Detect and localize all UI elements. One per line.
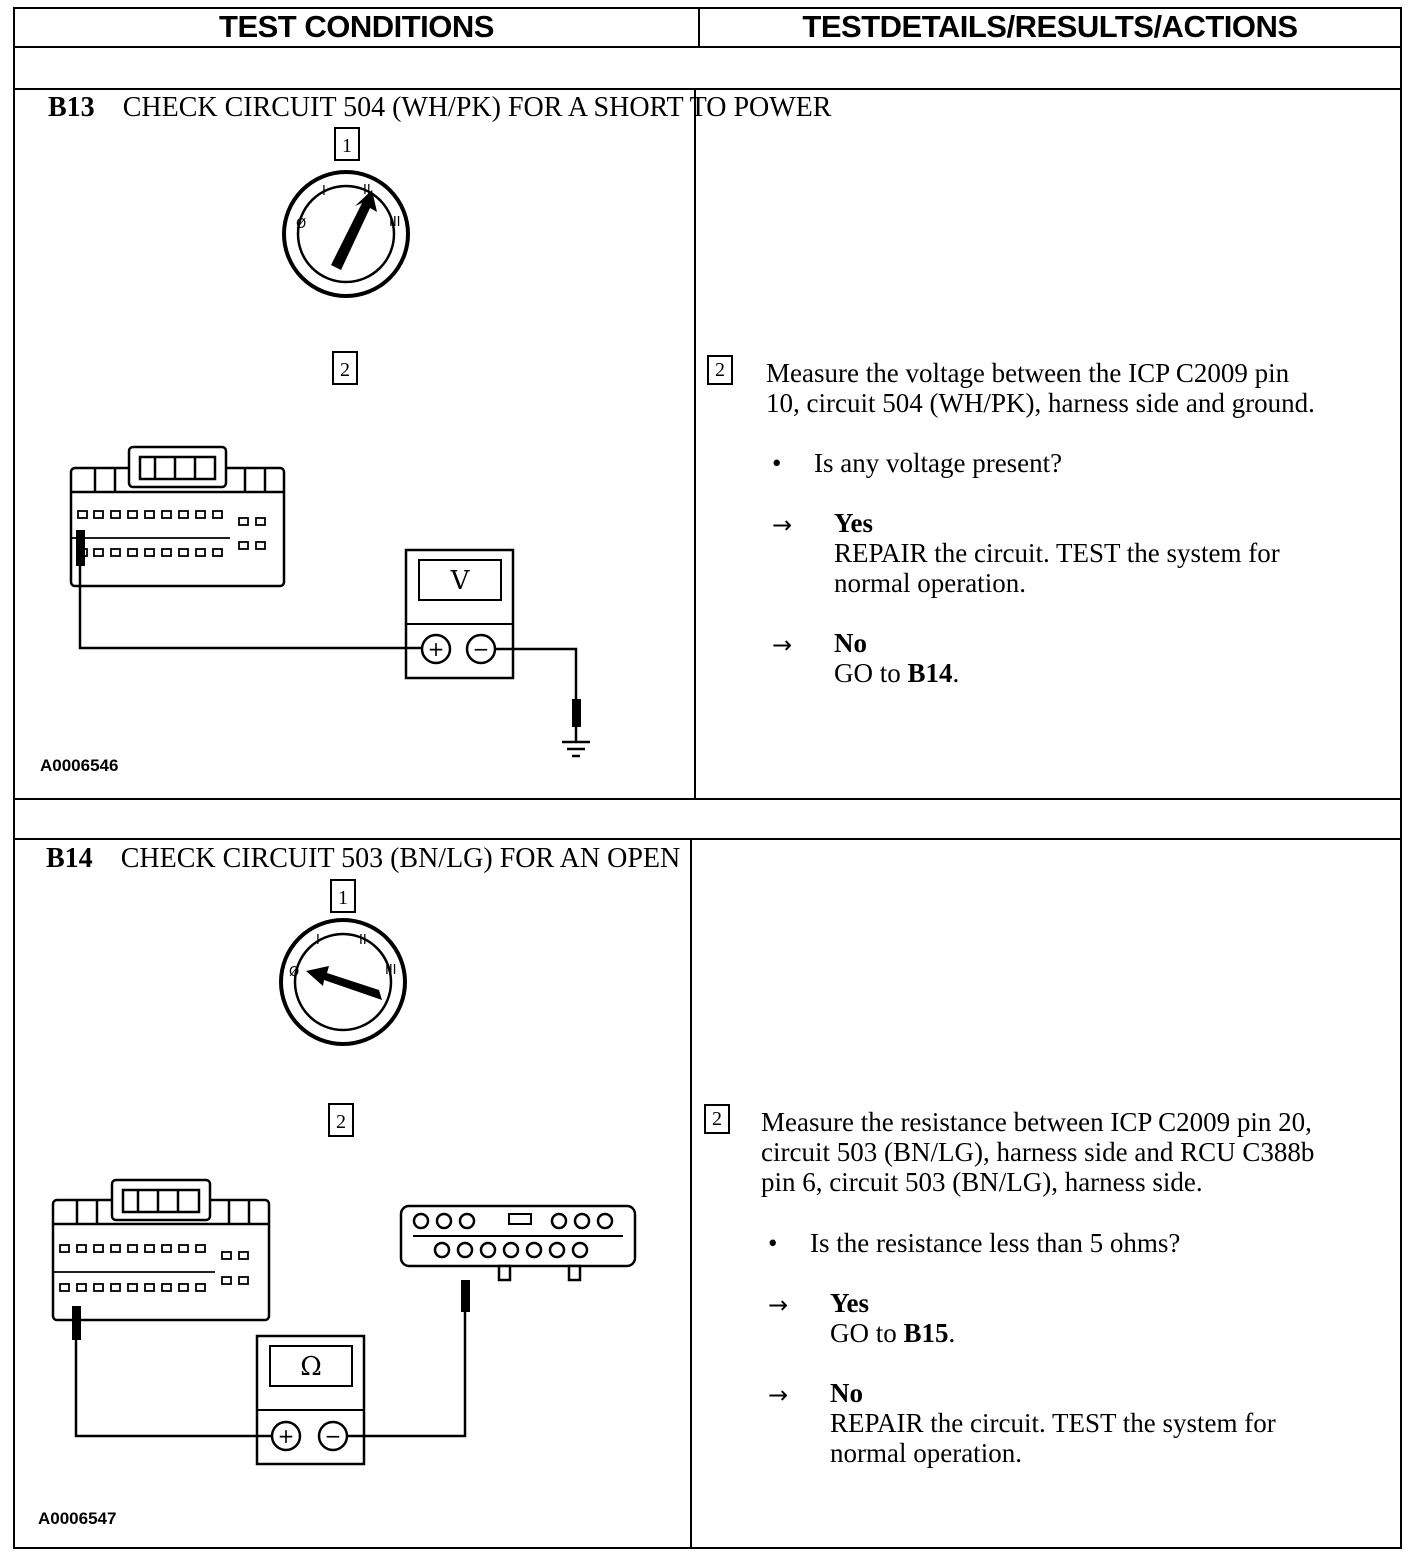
b14-rcu-connector-icon: [399, 1204, 637, 1282]
header-test-details: TESTDETAILS/RESULTS/ACTIONS: [802, 9, 1298, 44]
b13-question: Is any voltage present?: [814, 448, 1063, 478]
b13-ign-mark-2: II: [363, 183, 371, 198]
b13-no-action-target[interactable]: B14: [907, 658, 953, 688]
b13-probe-ground: [572, 699, 581, 727]
step-b13-id: B13: [48, 92, 95, 123]
b13-yes-label: Yes: [834, 508, 873, 538]
b13-positive-lead: [78, 566, 422, 650]
b14-icp-connector-icon: [51, 1178, 271, 1322]
b14-icp-connector-pins: [53, 1244, 249, 1292]
b13-meter-minus: −: [473, 637, 490, 661]
b14-callout-2: 2: [336, 1111, 346, 1133]
b14-ohmmeter-icon: Ω + −: [255, 1334, 366, 1466]
b13-no-action-suffix: .: [952, 658, 960, 688]
b13-no-action-prefix: GO to: [834, 658, 908, 688]
b14-instruction-line-3: pin 6, circuit 503 (BN/LG), harness side…: [761, 1167, 1203, 1197]
b14-bullet: •: [768, 1228, 778, 1258]
b13-connector-pins: [71, 510, 266, 557]
b13-negative-lead: [495, 647, 578, 702]
b13-ignition-switch-icon: Ø I II III: [282, 170, 410, 298]
b13-yes-line-2: normal operation.: [834, 568, 1026, 598]
b13-callout-2-box: [332, 351, 358, 385]
b14-ignition-switch-icon: Ø I II III: [279, 918, 407, 1046]
b14-no-arrow: →: [768, 1381, 789, 1409]
b13-no-arrow: →: [772, 631, 793, 659]
b13-column-divider: [694, 88, 696, 800]
b14-yes-label: Yes: [830, 1288, 869, 1318]
b14-positive-lead: [74, 1340, 272, 1438]
header-rule: [13, 46, 1402, 48]
b13-ign-mark-3: III: [389, 215, 401, 230]
b13-yes-arrow: →: [772, 511, 793, 539]
b13-probe-connector: [76, 530, 85, 566]
b14-no-line-2: normal operation.: [830, 1438, 1022, 1468]
b14-yes-action-target[interactable]: B15: [903, 1318, 949, 1348]
b13-voltmeter-icon: V + −: [404, 548, 515, 680]
b14-no-label: No: [830, 1378, 863, 1408]
b14-meter-minus: −: [325, 1424, 342, 1448]
step-b14-title: B14 CHECK CIRCUIT 503 (BN/LG) FOR AN OPEN: [18, 799, 680, 874]
b14-meter-plus: +: [278, 1424, 295, 1448]
step-b14-title-text: CHECK CIRCUIT 503 (BN/LG) FOR AN OPEN: [120, 843, 681, 874]
b14-yes-action-suffix: .: [948, 1318, 956, 1348]
b13-title-rule: [13, 88, 1402, 90]
b13-yes-line-1: REPAIR the circuit. TEST the system for: [834, 538, 1280, 568]
b14-ign-mark-3: III: [385, 963, 397, 978]
b13-ground-icon: [562, 727, 590, 758]
b14-callout-1: 1: [338, 887, 348, 909]
step-b13-title: B13 CHECK CIRCUIT 504 (WH/PK) FOR A SHORT…: [20, 48, 831, 123]
b14-figure-id: A0006547: [38, 1509, 117, 1528]
b14-callout-2-box: [328, 1103, 354, 1137]
b14-yes-action: GO to B15.: [830, 1318, 955, 1348]
b14-meter-symbol: Ω: [300, 1352, 322, 1382]
b13-no-label: No: [834, 628, 867, 658]
b13-no-action: GO to B14.: [834, 658, 959, 688]
b13-callout-1: 1: [342, 135, 352, 157]
step-b13-title-text: CHECK CIRCUIT 504 (WH/PK) FOR A SHORT TO…: [122, 92, 832, 123]
b13-connector-icon: [69, 445, 286, 588]
b13-bullet: •: [772, 448, 782, 478]
b13-figure-id: A0006546: [40, 756, 119, 775]
b14-negative-lead: [347, 1312, 467, 1438]
b14-probe-icp: [72, 1306, 81, 1340]
b14-ign-mark-0: Ø: [289, 965, 299, 980]
b14-no-line-1: REPAIR the circuit. TEST the system for: [830, 1408, 1276, 1438]
b13-instruction-line-2: 10, circuit 504 (WH/PK), harness side an…: [766, 388, 1315, 418]
header-column-divider: [698, 7, 700, 47]
b14-yes-action-prefix: GO to: [830, 1318, 904, 1348]
b13-instruction-line-1: Measure the voltage between the ICP C200…: [766, 358, 1290, 388]
b14-title-rule: [13, 838, 1402, 840]
b13-callout-1-box: [334, 127, 360, 161]
b14-ign-mark-1: I: [316, 933, 320, 948]
b14-column-divider: [690, 838, 692, 1549]
b13-ign-mark-0: Ø: [296, 217, 306, 232]
b14-yes-arrow: →: [768, 1291, 789, 1319]
b13-meter-symbol: V: [450, 566, 471, 596]
b13-callout-2: 2: [340, 359, 350, 381]
b14-instruction-line-1: Measure the resistance between ICP C2009…: [761, 1107, 1312, 1137]
b13-diagram: 1 Ø I II III 2: [69, 127, 590, 758]
b14-step-number: 2: [704, 1104, 730, 1134]
header-test-conditions: TEST CONDITIONS: [219, 9, 494, 44]
b14-top-rule: [13, 798, 1402, 800]
table-frame: [13, 7, 1402, 1549]
b13-meter-plus: +: [428, 637, 445, 661]
b14-callout-1-box: [330, 879, 356, 913]
step-b14-id: B14: [46, 843, 93, 874]
b14-probe-rcu: [461, 1280, 470, 1312]
b14-ign-mark-2: II: [359, 933, 367, 948]
b13-ign-mark-1: I: [322, 184, 326, 199]
b13-step-number: 2: [707, 355, 733, 385]
b14-question: Is the resistance less than 5 ohms?: [810, 1228, 1181, 1258]
b14-diagram: 1 Ø I II III 2: [51, 879, 637, 1466]
b14-instruction-line-2: circuit 503 (BN/LG), harness side and RC…: [761, 1137, 1315, 1167]
